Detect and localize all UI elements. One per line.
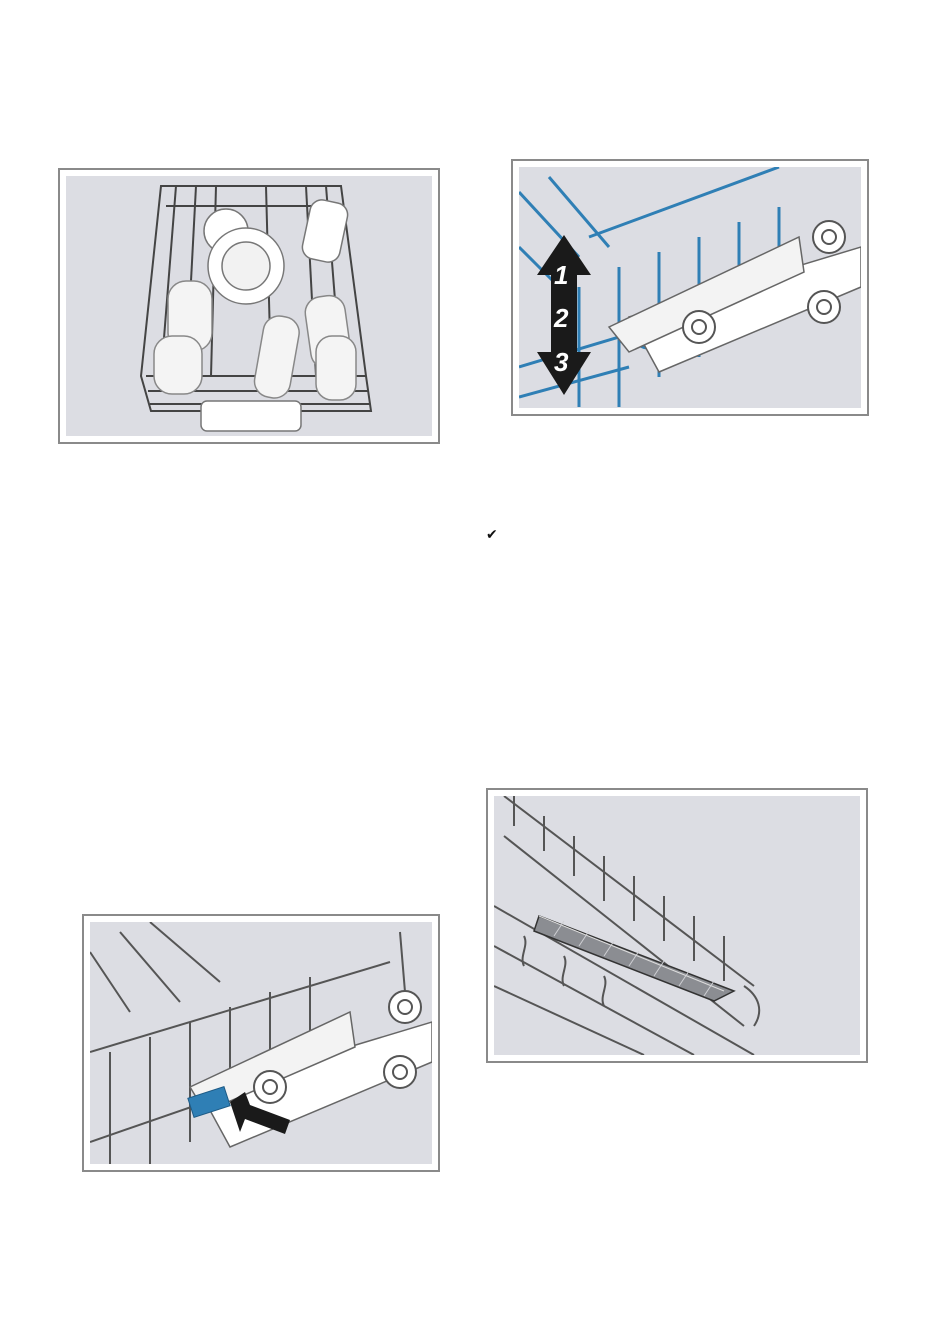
figure-rack-height-adjustment: 1 2 3: [511, 159, 869, 416]
release-lever-illustration: [90, 922, 432, 1164]
figure-release-lever: [82, 914, 440, 1172]
rack-height-illustration: 1 2 3: [519, 167, 861, 408]
position-label-2: 2: [553, 303, 569, 333]
position-label-3: 3: [554, 347, 569, 377]
rack-tray-illustration: [494, 796, 860, 1055]
figure-rack-tray-insert: [486, 788, 868, 1063]
check-icon: ✔: [486, 528, 498, 542]
loaded-basket-illustration: [66, 176, 432, 436]
position-label-1: 1: [554, 260, 568, 290]
figure-loaded-basket: [58, 168, 440, 444]
